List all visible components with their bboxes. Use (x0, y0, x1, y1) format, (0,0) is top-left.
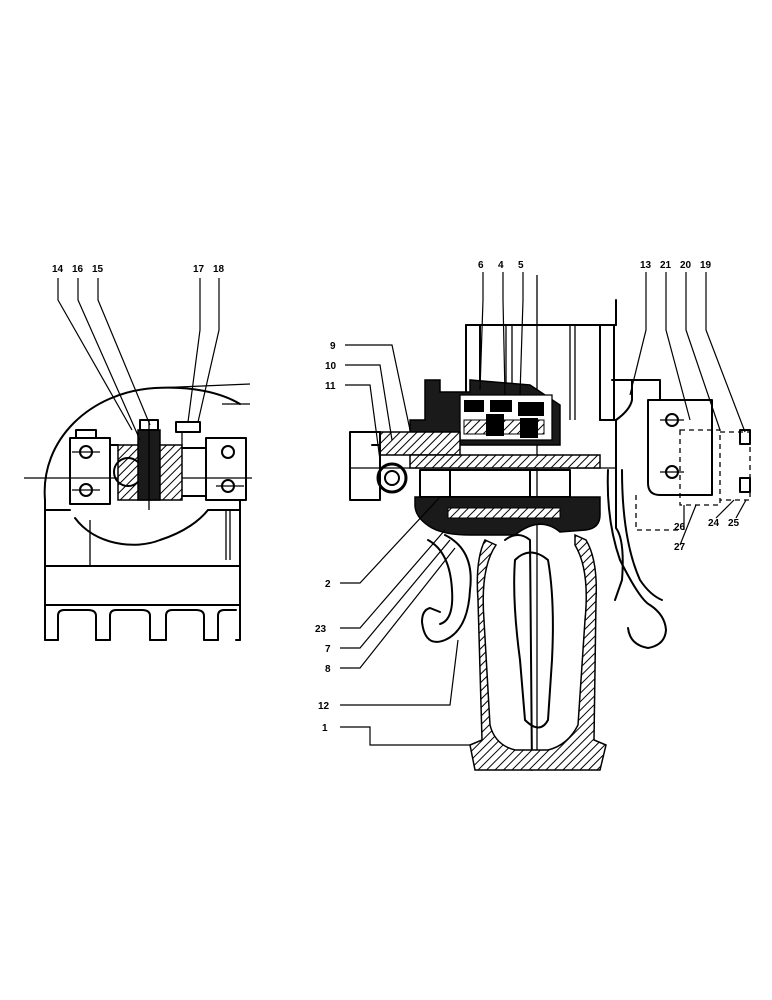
left-view (24, 383, 252, 641)
callout-2: 2 (325, 579, 331, 590)
callout-15: 15 (92, 264, 104, 275)
right-bracket-plate (205, 437, 247, 501)
left-leaders (57, 278, 220, 441)
callout-24: 24 (708, 518, 720, 529)
right-leaders (340, 272, 747, 746)
callout-26: 26 (674, 522, 686, 533)
callout-23: 23 (315, 624, 327, 635)
callout-19: 19 (700, 260, 712, 271)
callout-1: 1 (322, 723, 328, 734)
right-view (349, 275, 751, 771)
callout-14: 14 (52, 264, 64, 275)
callout-20: 20 (680, 260, 692, 271)
callout-18: 18 (213, 264, 225, 275)
left-disc-lower-arc (74, 509, 209, 546)
callout-4: 4 (498, 260, 504, 271)
callout-10: 10 (325, 361, 337, 372)
callout-12: 12 (318, 701, 330, 712)
callout-17: 17 (193, 264, 205, 275)
left-hook (421, 534, 472, 643)
callout-25: 25 (728, 518, 740, 529)
right-hook (606, 469, 667, 649)
callout-6: 6 (478, 260, 484, 271)
callout-21: 21 (660, 260, 672, 271)
stem-cavity (513, 551, 554, 729)
callout-27: 27 (674, 542, 686, 553)
callout-11: 11 (325, 381, 336, 392)
left-flange (379, 431, 461, 456)
callout-13: 13 (640, 260, 652, 271)
callout-7: 7 (325, 644, 331, 655)
central-stem-casting (469, 533, 607, 771)
callout-8: 8 (325, 664, 331, 675)
callout-9: 9 (330, 341, 336, 352)
callout-16: 16 (72, 264, 84, 275)
left-disc-outline (43, 386, 241, 501)
callout-5: 5 (518, 260, 524, 271)
right-lock-plate (647, 399, 713, 496)
